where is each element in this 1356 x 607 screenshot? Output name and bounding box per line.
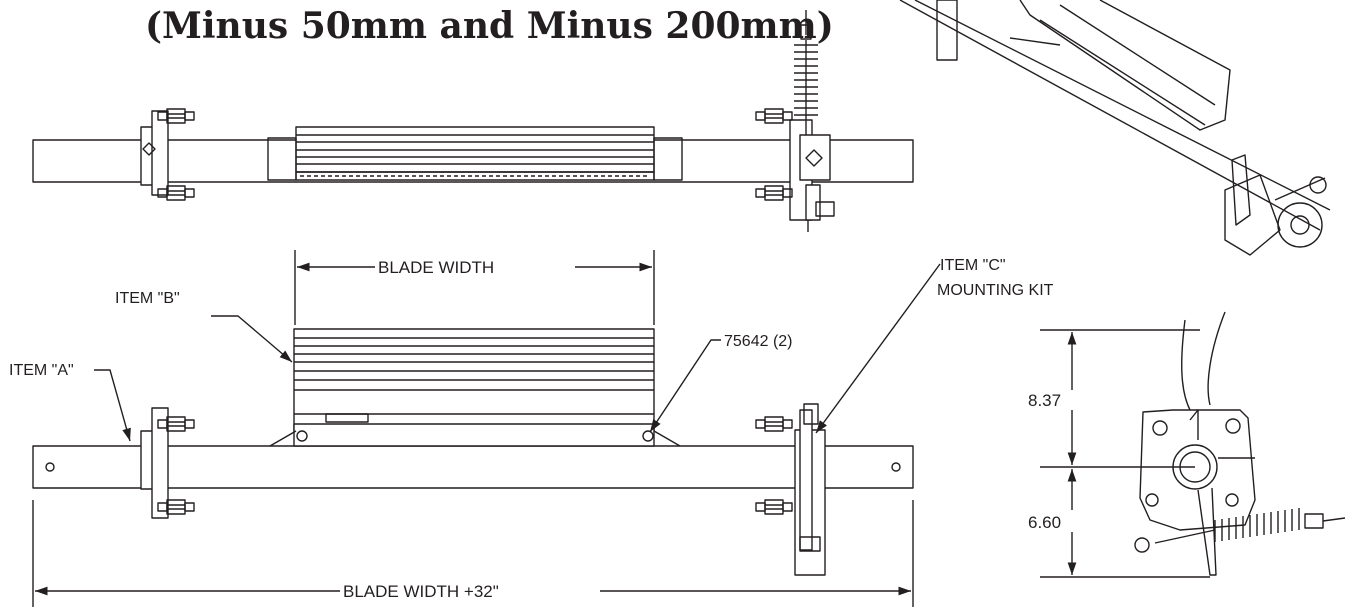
item-b-label: ITEM "B" bbox=[115, 290, 180, 307]
top-blade-housing bbox=[267, 126, 683, 181]
front-left-clamp bbox=[140, 407, 195, 519]
pin-left bbox=[296, 430, 308, 442]
dimension-lower-value: 6.60 bbox=[1028, 513, 1061, 532]
blade-width-label: BLADE WIDTH bbox=[378, 258, 494, 277]
mounting-kit-label: MOUNTING KIT bbox=[937, 282, 1054, 299]
overall-width-dimension: BLADE WIDTH +32" bbox=[32, 500, 914, 607]
item-c-label: ITEM "C" bbox=[940, 257, 1006, 274]
blade-width-dimension: BLADE WIDTH bbox=[294, 250, 655, 325]
item-a-label: ITEM "A" bbox=[9, 362, 74, 379]
shaft-hole-left bbox=[45, 462, 55, 472]
side-view bbox=[1040, 311, 1346, 578]
overall-width-label: BLADE WIDTH +32" bbox=[343, 582, 499, 601]
item-c-callout: ITEM "C" MOUNTING KIT bbox=[815, 257, 1054, 434]
isometric-view bbox=[899, 0, 1331, 256]
top-right-tensioner bbox=[755, 10, 835, 232]
item-b-callout: ITEM "B" bbox=[115, 290, 293, 363]
part-75642-label: 75642 (2) bbox=[724, 333, 793, 350]
shaft-hole-right bbox=[891, 462, 901, 472]
part-75642-callout: 75642 (2) bbox=[649, 333, 793, 433]
front-view bbox=[32, 328, 914, 576]
blade-assembly bbox=[269, 328, 681, 447]
item-a-callout: ITEM "A" bbox=[9, 362, 131, 442]
front-right-mount bbox=[755, 403, 826, 576]
top-view bbox=[32, 10, 914, 232]
top-left-clamp bbox=[140, 108, 195, 201]
dimension-upper-value: 8.37 bbox=[1028, 391, 1061, 410]
drawing-title: (Minus 50mm and Minus 200mm) bbox=[145, 5, 834, 47]
pin-right bbox=[642, 430, 654, 442]
